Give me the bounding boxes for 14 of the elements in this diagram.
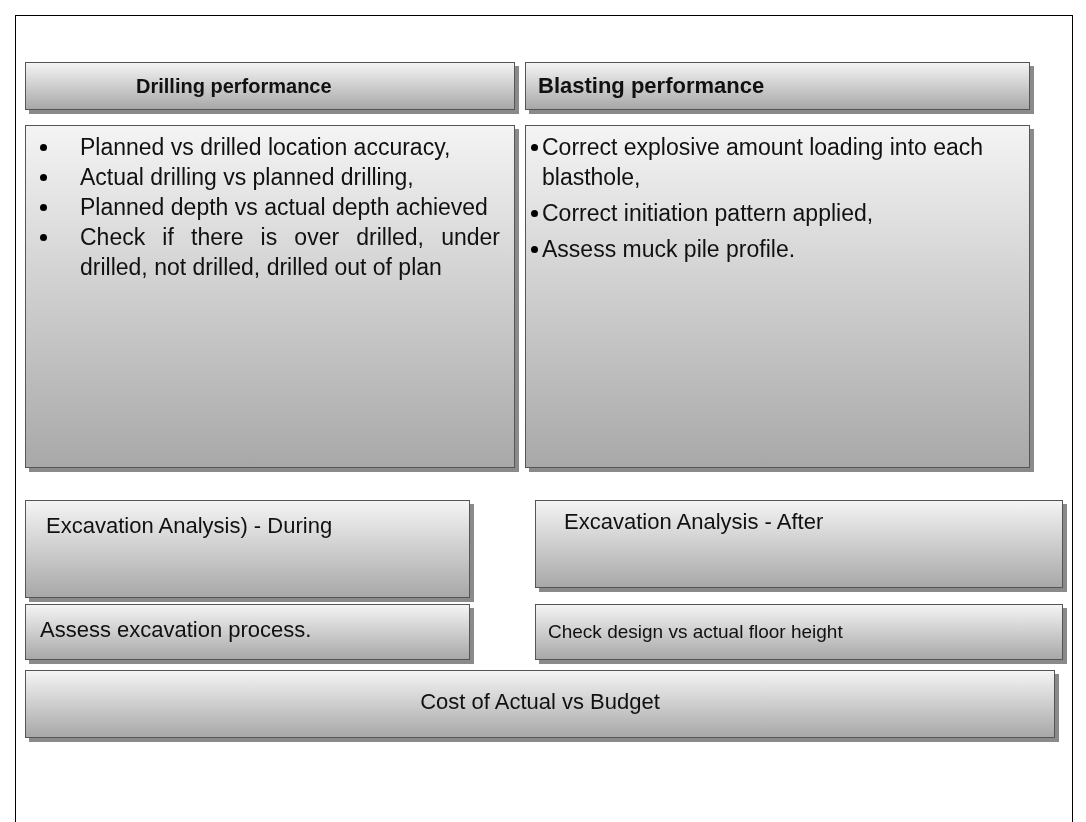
bullet-item: Correct initiation pattern applied, [530,198,1015,228]
heading-text: Excavation Analysis) - During [46,512,333,540]
bullet-item: Assess muck pile profile. [530,234,1015,264]
summary-text: Cost of Actual vs Budget [419,688,661,716]
bullet-item: Planned depth vs actual depth achieved [30,192,500,222]
bullet-item: Check if there is over drilled, under drilled, not drilled, drilled out of plan [30,222,500,282]
bullet-item: Actual drilling vs planned drilling, [30,162,500,192]
heading-text: Blasting performance [538,72,765,100]
heading-text: Check design vs actual floor height [548,620,843,644]
heading-text: Assess excavation process. [40,616,312,644]
heading-text: Excavation Analysis - After [564,508,824,536]
bullet-item: Planned vs drilled location accuracy, [30,132,500,162]
heading-text: Drilling performance [136,74,332,99]
bullet-item: Correct explosive amount loading into each blasthole, [530,132,1015,192]
